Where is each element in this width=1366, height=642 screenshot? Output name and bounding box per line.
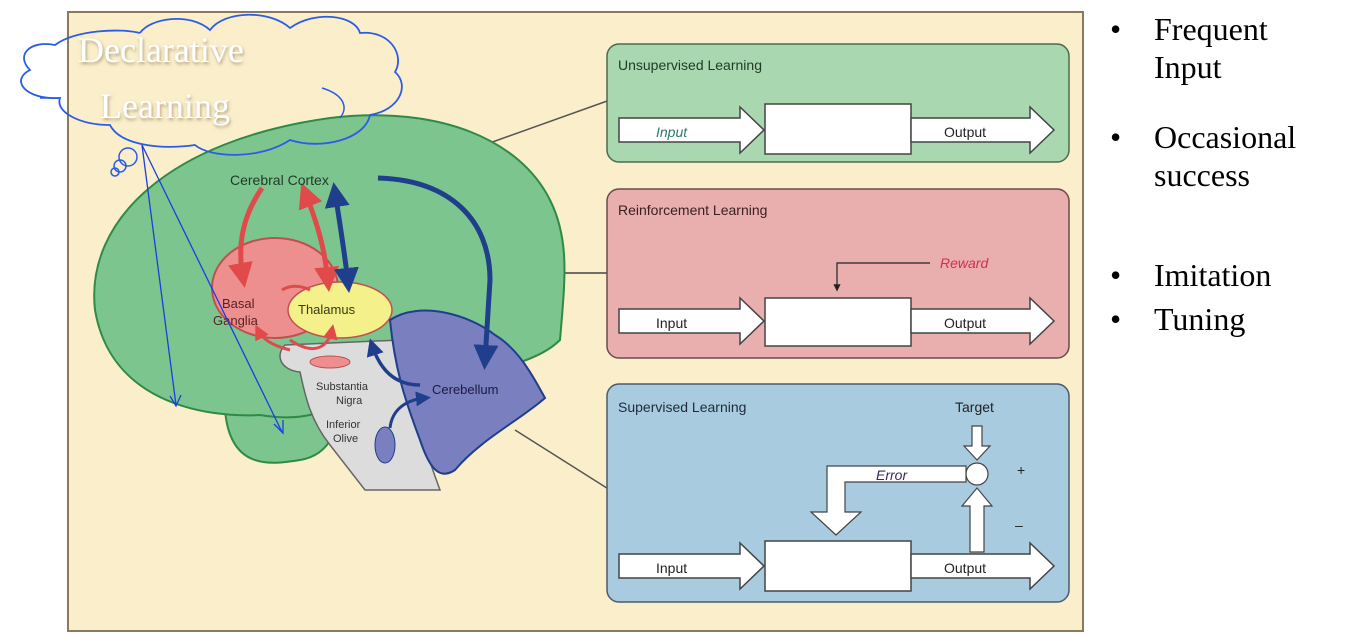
label-basal-ganglia-1: Basal [222, 296, 255, 311]
label-substantia-nigra-1: Substantia [316, 381, 369, 393]
pointer-arrow-frontal [141, 144, 177, 406]
plus-sign: + [1017, 462, 1025, 478]
arrow-cortex-thalamus-blue [324, 182, 359, 293]
label-basal-ganglia-2: Ganglia [213, 313, 259, 328]
connector-line-supervised [514, 429, 611, 491]
brain-diagram: Cerebral Cortex Basal Ganglia Thalamus S… [93, 99, 611, 491]
bullet-item: • Imitation [1110, 256, 1271, 294]
error-label: Error [876, 467, 908, 483]
bullet-text: Imitation [1154, 257, 1272, 293]
output-label: Output [944, 124, 986, 140]
inferior-olive-region [374, 426, 396, 464]
panel-title: Unsupervised Learning [618, 57, 762, 73]
target-arrow [962, 425, 992, 461]
bullet-marker: • [1110, 257, 1122, 293]
arrow-cortex-to-basal-ganglia [228, 186, 265, 288]
cloud-inner-curve-2 [321, 87, 345, 119]
reward-label: Reward [940, 255, 989, 271]
thought-cloud [20, 13, 403, 156]
output-label: Output [944, 560, 986, 576]
panel-reinforcement-learning: Reinforcement Learning Reward Input Outp… [606, 188, 1070, 359]
bullet-item: • Frequent Input [1110, 10, 1268, 86]
input-label: Input [656, 315, 687, 331]
cloud-text-line2: Learning [100, 86, 230, 126]
bullet-text: Occasional success [1154, 119, 1297, 193]
bullet-item: • Tuning [1110, 300, 1245, 338]
learner-box [764, 103, 912, 155]
arrow-cortex-to-cerebellum [377, 175, 499, 370]
output-arrow [910, 541, 1056, 591]
reward-line [833, 262, 930, 292]
panel-unsupervised-learning: Unsupervised Learning Input Output [606, 43, 1070, 163]
input-arrow [618, 105, 766, 155]
label-thalamus: Thalamus [298, 302, 356, 317]
learner-box [764, 297, 912, 347]
thought-bubble-medium [113, 159, 127, 173]
panel-supervised-learning: Supervised Learning Target + Error – Inp… [606, 383, 1070, 603]
bullet-item: • Occasional success [1110, 118, 1296, 194]
bullet-marker: • [1110, 11, 1122, 47]
comparator-circle [965, 462, 989, 486]
label-substantia-nigra-2: Nigra [336, 395, 363, 407]
label-cerebral-cortex: Cerebral Cortex [230, 172, 329, 188]
error-arrow [809, 465, 967, 536]
arrow-olive-to-cerebellum [388, 391, 431, 429]
bullet-text: Tuning [1154, 301, 1246, 337]
arrow-cerebellum-to-thalamus [366, 338, 421, 387]
thought-bubble-large [118, 147, 138, 167]
panel-title: Reinforcement Learning [618, 202, 767, 218]
pointer-arrowhead-frontal [169, 394, 182, 408]
input-arrow [618, 541, 766, 591]
bullet-marker: • [1110, 301, 1122, 337]
minus-sign: – [1015, 517, 1023, 533]
target-label: Target [955, 399, 994, 415]
declarative-learning-annotation: Declarative Learning [20, 13, 403, 435]
bullet-marker: • [1110, 119, 1122, 155]
label-inferior-olive-1: Inferior [326, 419, 361, 431]
label-inferior-olive-2: Olive [333, 433, 358, 445]
pointer-arrowhead-temporal [273, 420, 284, 435]
input-arrow [618, 296, 766, 346]
output-label: Output [944, 315, 986, 331]
arrow-nigra-to-basal-ganglia [255, 324, 291, 352]
substantia-nigra-blob [309, 355, 351, 369]
output-arrow [910, 105, 1056, 155]
output-arrow [910, 296, 1056, 346]
bullet-text: Frequent Input [1154, 11, 1268, 85]
cerebellum-region [388, 309, 547, 475]
output-feedback-arrow [960, 487, 994, 553]
pointer-arrow-temporal [141, 144, 283, 433]
input-label: Input [656, 124, 688, 140]
arrow-loop-to-thalamus [289, 324, 338, 351]
learner-box [764, 540, 912, 592]
arrow-basal-ganglia-to-thalamus [281, 284, 311, 292]
label-cerebellum: Cerebellum [432, 382, 498, 397]
cloud-text-line1: Declarative [78, 30, 244, 70]
thought-bubble-small [110, 167, 120, 177]
input-label: Input [656, 560, 687, 576]
panel-title: Supervised Learning [618, 399, 746, 415]
